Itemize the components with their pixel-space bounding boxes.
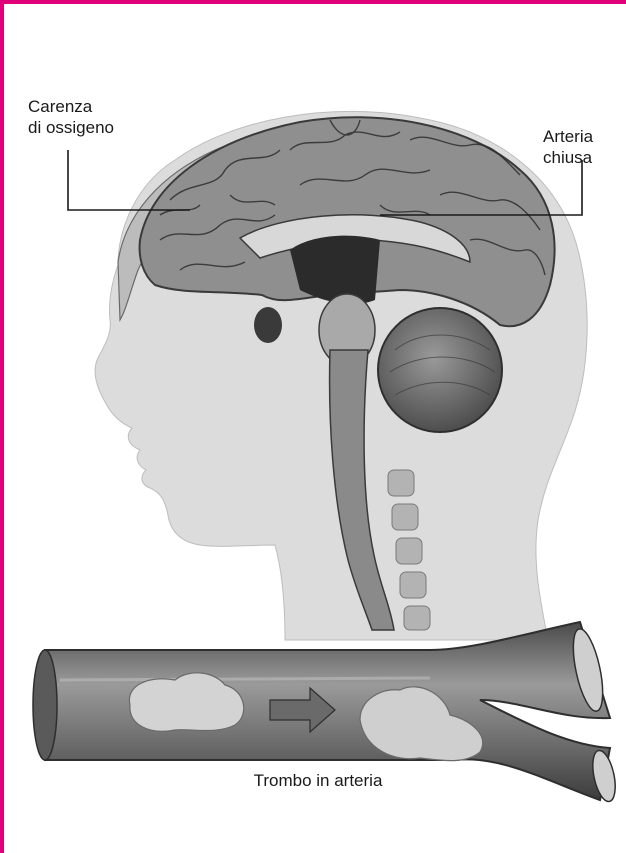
label-blocked-artery: Arteria chiusa [543,126,593,168]
label-oxygen-lack-line2: di ossigeno [28,117,114,138]
cerebellum [378,308,502,432]
sinus [254,307,282,343]
label-oxygen-lack: Carenza di ossigeno [28,96,114,138]
label-blocked-artery-line1: Arteria [543,126,593,147]
label-blocked-artery-line2: chiusa [543,147,593,168]
label-thrombus: Trombo in arteria [0,770,626,791]
label-oxygen-lack-line1: Carenza [28,96,114,117]
